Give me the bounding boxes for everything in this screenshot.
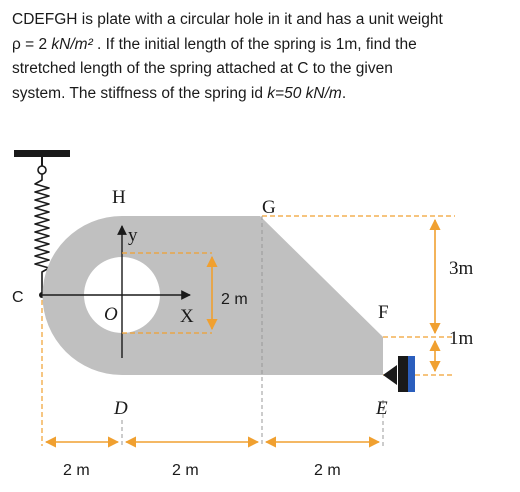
dim-label-vertical-top: 3m xyxy=(449,258,474,279)
problem-statement: CDEFGH is plate with a circular hole in … xyxy=(12,8,512,106)
support-wall xyxy=(408,356,415,392)
ceiling-support xyxy=(14,150,70,157)
label-f: F xyxy=(378,302,389,323)
problem-text: system. The stiffness of the spring id xyxy=(12,84,268,102)
label-e: E xyxy=(375,398,388,419)
label-g: G xyxy=(262,197,276,218)
spring-hook xyxy=(37,165,47,175)
dim-label-vertical-bottom: 1m xyxy=(449,328,474,349)
problem-text: stretched length of the spring attached … xyxy=(12,60,393,77)
problem-line-2: ρ = 2 kN/m² . If the initial length of t… xyxy=(12,33,512,58)
label-y-axis: y xyxy=(128,225,138,246)
problem-line-3: stretched length of the spring attached … xyxy=(12,57,512,82)
dim-label-bottom-1: 2 m xyxy=(63,462,90,479)
pin-support-e xyxy=(383,365,397,385)
problem-text: . If the initial length of the spring is… xyxy=(92,35,417,53)
spring xyxy=(34,174,50,295)
dim-label-inner: 2 m xyxy=(221,291,248,308)
dim-label-bottom-3: 2 m xyxy=(314,462,341,479)
problem-line-4: system. The stiffness of the spring id k… xyxy=(12,82,512,107)
density-value: ρ = 2 xyxy=(12,35,52,53)
problem-text: CDEFGH is plate with a circular hole in … xyxy=(12,11,443,28)
label-o: O xyxy=(104,304,118,325)
stiffness-value: k=50 kN/m xyxy=(267,84,342,102)
dim-label-bottom-2: 2 m xyxy=(172,462,199,479)
label-d: D xyxy=(113,398,128,419)
label-h: H xyxy=(112,187,126,208)
problem-line-1: CDEFGH is plate with a circular hole in … xyxy=(12,8,512,33)
problem-text: . xyxy=(341,84,347,102)
label-c: C xyxy=(12,289,24,306)
density-unit: kN/m² xyxy=(51,35,93,53)
label-x-axis: X xyxy=(180,306,194,327)
support-block xyxy=(398,356,408,392)
